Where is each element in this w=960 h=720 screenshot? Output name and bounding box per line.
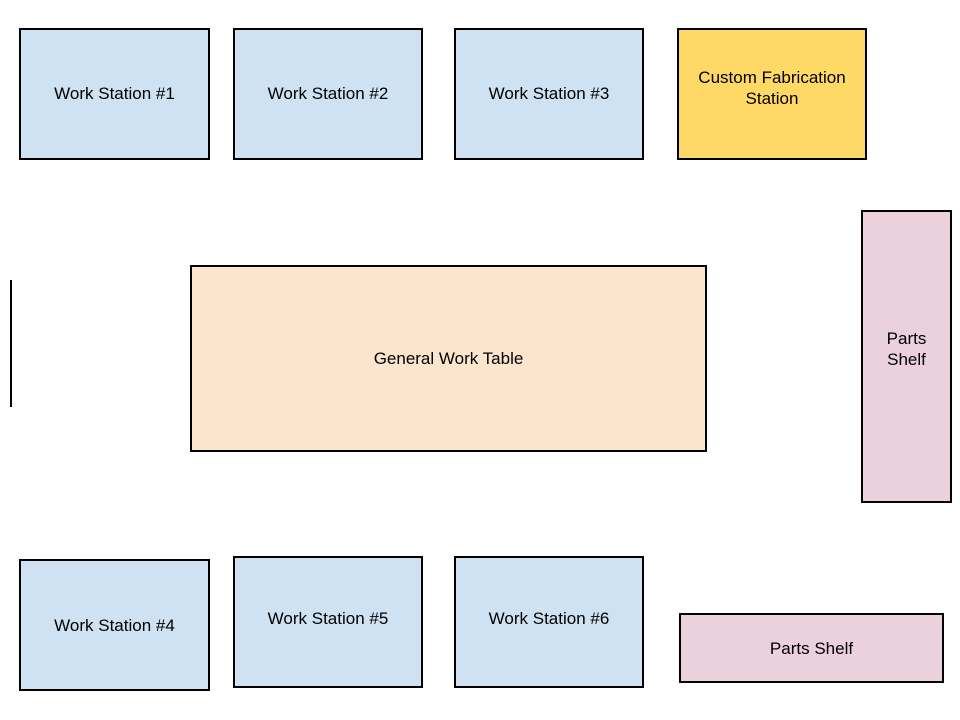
work-station-1: Work Station #1 bbox=[19, 28, 210, 160]
work-station-5-label: Work Station #5 bbox=[267, 608, 389, 628]
parts-shelf-vertical-label: Parts Shelf bbox=[881, 328, 933, 370]
work-station-3: Work Station #3 bbox=[454, 28, 644, 160]
parts-shelf-horizontal-label: Parts Shelf bbox=[769, 638, 854, 658]
wall-line bbox=[10, 280, 12, 407]
parts-shelf-horizontal: Parts Shelf bbox=[679, 613, 944, 683]
parts-shelf-vertical-line-2: Shelf bbox=[887, 349, 926, 369]
general-work-table-label: General Work Table bbox=[373, 349, 524, 368]
general-work-table: General Work Table bbox=[190, 265, 707, 452]
work-station-2-label: Work Station #2 bbox=[267, 83, 389, 103]
work-station-6: Work Station #6 bbox=[454, 556, 644, 688]
parts-shelf-vertical-line-1: Parts bbox=[886, 328, 927, 348]
work-station-5: Work Station #5 bbox=[233, 556, 423, 688]
work-station-6-label: Work Station #6 bbox=[488, 608, 610, 628]
custom-fabrication-label: Custom Fabrication Station bbox=[692, 67, 851, 109]
custom-fabrication-label-line-1: Custom Fabrication bbox=[698, 68, 846, 87]
work-station-3-label: Work Station #3 bbox=[488, 83, 610, 103]
custom-fabrication-station: Custom Fabrication Station bbox=[677, 28, 867, 160]
work-station-2: Work Station #2 bbox=[233, 28, 423, 160]
work-station-4-label: Work Station #4 bbox=[54, 615, 175, 635]
work-station-4: Work Station #4 bbox=[19, 559, 210, 691]
parts-shelf-vertical: Parts Shelf bbox=[861, 210, 952, 503]
work-station-1-label: Work Station #1 bbox=[54, 83, 175, 103]
custom-fabrication-label-line-2: Station bbox=[745, 89, 799, 108]
